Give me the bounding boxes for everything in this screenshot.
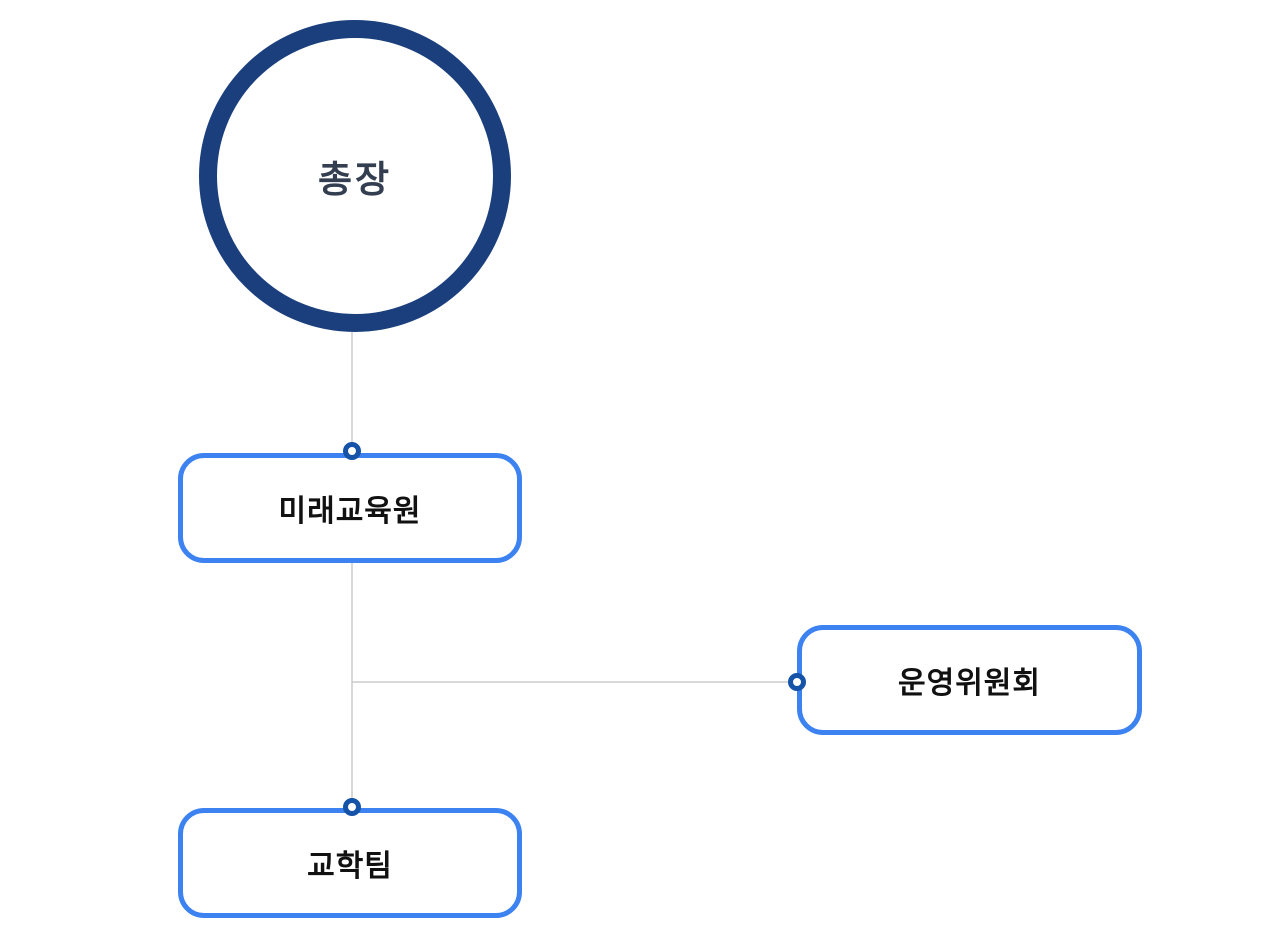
connector-port-academic-affairs-top[interactable] <box>343 798 361 816</box>
connector-port-steering-committee-left[interactable] <box>788 673 806 691</box>
node-future-education-label: 미래교육원 <box>278 495 422 528</box>
node-steering-committee-label: 운영위원회 <box>898 667 1041 700</box>
node-steering-committee[interactable]: 운영위원회 <box>797 625 1142 735</box>
node-chancellor[interactable]: 총장 <box>199 20 511 332</box>
node-chancellor-label: 총장 <box>317 159 393 200</box>
node-future-education-institute[interactable]: 미래교육원 <box>178 453 522 563</box>
connector-port-future-education-top[interactable] <box>343 442 361 460</box>
node-academic-affairs-team[interactable]: 교학팀 <box>178 808 522 918</box>
node-academic-affairs-label: 교학팀 <box>307 850 393 883</box>
